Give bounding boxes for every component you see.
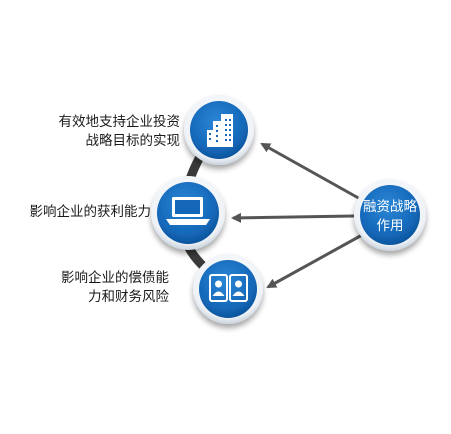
arrow-to-item-2 <box>231 212 355 223</box>
source-node <box>354 179 426 251</box>
item-2-label-line-1: 影响企业的获利能力 <box>29 204 152 220</box>
arrow-to-item-1 <box>260 142 363 202</box>
item-1-label: 有效地支持企业投资 战略目标的实现 <box>59 113 181 151</box>
source-label-line-1: 融资战略 <box>363 199 417 215</box>
laptop-icon <box>166 197 210 225</box>
id-cards-icon <box>209 274 248 302</box>
item-2-label: 影响企业的获利能力 <box>30 203 152 222</box>
building-icon <box>207 114 233 147</box>
item-1-label-line-1: 有效地支持企业投资 <box>58 114 181 130</box>
item-3-label-line-1: 影响企业的偿债能 <box>61 270 169 286</box>
item-3-label: 影响企业的偿债能 力和财务风险 <box>61 269 169 307</box>
source-label-line-2: 作用 <box>377 218 404 234</box>
item-3-label-line-2: 力和财务风险 <box>88 289 169 305</box>
item-1-label-line-2: 战略目标的实现 <box>85 133 181 149</box>
arrow-to-item-3 <box>266 233 363 289</box>
